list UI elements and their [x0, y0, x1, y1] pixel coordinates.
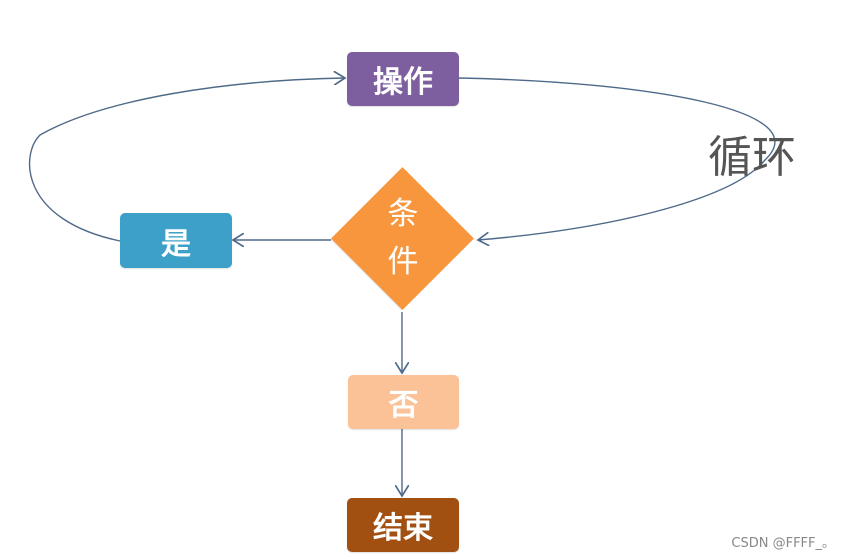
loop-arrow-to-operate	[28, 78, 345, 242]
yes-node: 是	[120, 213, 232, 268]
yes-label: 是	[161, 226, 191, 262]
condition-label: 条 件	[362, 190, 444, 286]
loop-arrow-to-condition	[458, 77, 776, 240]
operate-label: 操作	[373, 65, 433, 100]
no-node: 否	[348, 375, 459, 429]
watermark: CSDN @FFFF_。	[731, 536, 835, 551]
end-node: 结束	[347, 498, 459, 552]
condition-label-line-2: 件	[387, 244, 419, 280]
operate-node: 操作	[347, 52, 459, 106]
loop-label: 循环	[708, 132, 796, 183]
condition-label-line-1: 条	[387, 196, 419, 232]
no-label: 否	[388, 388, 419, 423]
end-label: 结束	[373, 511, 433, 546]
